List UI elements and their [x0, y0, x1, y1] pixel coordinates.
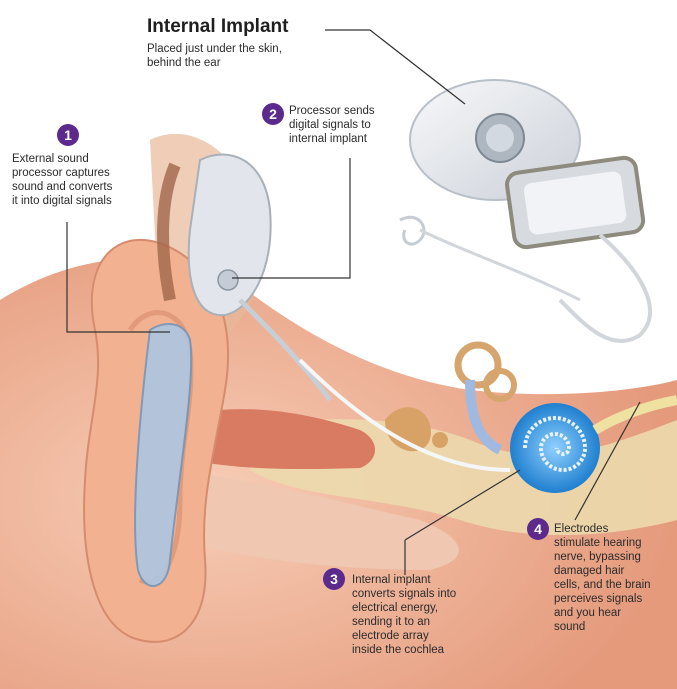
- semicircular-canal: [458, 345, 498, 385]
- step-1-badge: 1: [57, 124, 79, 146]
- step-1-text: External sound processor captures sound …: [12, 152, 112, 208]
- internal-implant-description: Placed just under the skin, behind the e…: [147, 42, 282, 70]
- internal-implant-title: Internal Implant: [147, 16, 288, 38]
- step-3-badge: 3: [323, 568, 345, 590]
- step-3-text: Internal implant converts signals into e…: [352, 573, 456, 657]
- step-2-badge: 2: [262, 103, 284, 125]
- step-4-text: Electrodes stimulate hearing nerve, bypa…: [554, 522, 651, 634]
- headpiece-coil: [189, 154, 271, 315]
- step-2-text: Processor sends digital signals to inter…: [289, 104, 375, 146]
- step-4-badge: 4: [527, 518, 549, 540]
- internal-implant-device: [400, 80, 650, 341]
